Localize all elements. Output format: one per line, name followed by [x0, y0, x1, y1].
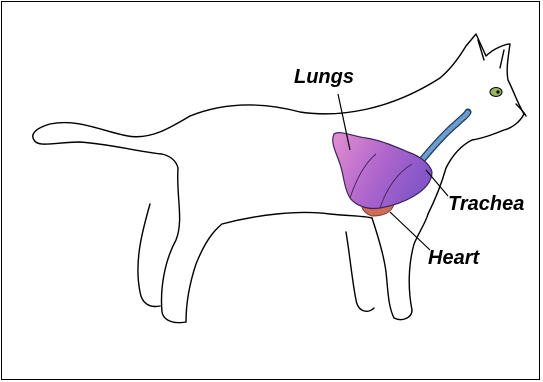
heart-leader-line: [390, 212, 430, 250]
heart-label: Heart: [428, 248, 479, 268]
lungs: [333, 133, 432, 209]
trachea-label: Trachea: [448, 194, 524, 214]
cat-outline: [33, 34, 526, 323]
trachea: [422, 112, 468, 160]
eye: [490, 88, 502, 97]
lungs-label: Lungs: [294, 67, 354, 87]
